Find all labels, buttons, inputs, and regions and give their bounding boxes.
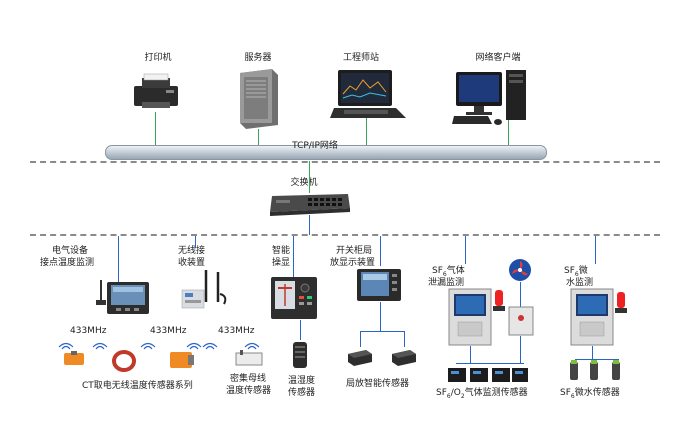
- switchgear-label-1: 开关柜局: [336, 246, 373, 256]
- wireless-device-label-1: 无线接: [178, 246, 206, 256]
- client-label: 网络客户端: [475, 53, 521, 63]
- smart-control-label-2: 操显: [272, 258, 291, 268]
- humidity-sensor: [290, 340, 310, 372]
- sf6-water-label-2: 水监测: [566, 278, 594, 288]
- temp-monitor-device: [106, 281, 150, 315]
- server-icon: [236, 67, 280, 129]
- busbar-sensor: [234, 349, 264, 367]
- switchgear-label-2: 放显示装置: [330, 258, 376, 268]
- pd-sensor-label: 局放智能传感器: [346, 379, 410, 389]
- wireless-receiver-device: [176, 268, 232, 312]
- exhaust-fan-icon: [508, 258, 532, 282]
- ct-sensor-orange-2: [168, 349, 196, 371]
- pd-sensor-1: [346, 346, 374, 366]
- pd-sensor-2: [390, 346, 418, 366]
- smart-control-device: [270, 276, 318, 320]
- freq-label-2: 433MHz: [150, 326, 187, 336]
- sf6-water-label-1: SF6微: [564, 266, 588, 278]
- sf6-o2-label: SF6/O2气体监测传感器: [436, 388, 528, 400]
- busbar-label-1: 密集母线: [230, 374, 267, 384]
- temp-monitor-label-1: 电气设备: [52, 246, 89, 256]
- antenna-icon: [93, 278, 109, 306]
- humidity-label-2: 传感器: [288, 388, 316, 398]
- sf6-controller-box: [508, 306, 534, 336]
- freq-label-3: 433MHz: [218, 326, 255, 336]
- sf6-leak-label-2: 泄漏监测: [428, 278, 465, 288]
- wireless-device-label-2: 收装置: [178, 258, 206, 268]
- temp-monitor-label-2: 接点温度监测: [40, 258, 95, 268]
- sf6-leak-label-1: SF6气体: [432, 266, 465, 278]
- network-switch-icon: [268, 192, 352, 216]
- desktop-computer-icon: [452, 68, 532, 128]
- wifi-signal-icons: [56, 337, 266, 350]
- busbar-label-2: 温度传感器: [226, 386, 272, 396]
- alarm-light-icon: [492, 288, 506, 314]
- laptop-icon: [330, 68, 408, 120]
- tcpip-network-label: TCP/IP网络: [292, 141, 338, 151]
- sf6-o2-sensors: [446, 364, 530, 384]
- tcpip-network-bus: [105, 145, 547, 160]
- sf6-water-sensor-label: SF6微水传感器: [560, 388, 620, 400]
- sf6-water-sensors: [566, 358, 628, 384]
- printer-icon: [130, 72, 182, 112]
- freq-label-1: 433MHz: [70, 326, 107, 336]
- sf6-water-cabinet: [570, 288, 614, 346]
- divider-top: [30, 161, 660, 163]
- ct-sensor-orange-1: [62, 350, 86, 368]
- divider-bottom: [30, 234, 660, 236]
- smart-control-label-1: 智能: [272, 246, 291, 256]
- switch-label: 交换机: [290, 178, 318, 188]
- alarm-light-icon-2: [614, 290, 628, 316]
- workstation-label: 工程师站: [342, 53, 379, 63]
- switchgear-display-device: [356, 268, 402, 302]
- ct-sensor-ring: [112, 350, 136, 372]
- ct-series-label: CT取电无线温度传感器系列: [82, 381, 193, 391]
- sf6-leak-cabinet: [448, 288, 492, 346]
- server-label: 服务器: [244, 53, 272, 63]
- printer-label: 打印机: [144, 53, 172, 63]
- humidity-label-1: 温湿度: [288, 376, 316, 386]
